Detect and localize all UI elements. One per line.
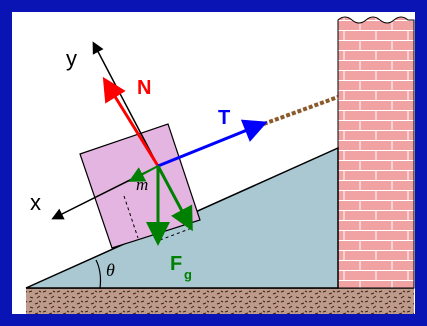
- gravity-label: F: [170, 253, 182, 275]
- brick-wall: [337, 16, 415, 289]
- rope: [257, 95, 339, 128]
- tension-label: T: [218, 107, 230, 129]
- gravity-component-arrow: [156, 165, 193, 232]
- mass-label: m: [136, 175, 148, 194]
- gravity-parallel-arrow: [128, 165, 159, 182]
- normal-force-label: N: [137, 77, 151, 99]
- x-axis-label: x: [30, 190, 41, 215]
- dashed-guide-1: [123, 195, 139, 239]
- angle-arc: [95, 259, 102, 289]
- angle-label: θ: [106, 260, 115, 280]
- normal-force-arrow: [102, 76, 160, 167]
- y-axis-arrow: [92, 41, 159, 167]
- ground: [26, 288, 414, 314]
- y-axis-label: y: [66, 46, 77, 71]
- tension-arrow: [157, 119, 268, 168]
- gravity-subscript: g: [184, 267, 192, 282]
